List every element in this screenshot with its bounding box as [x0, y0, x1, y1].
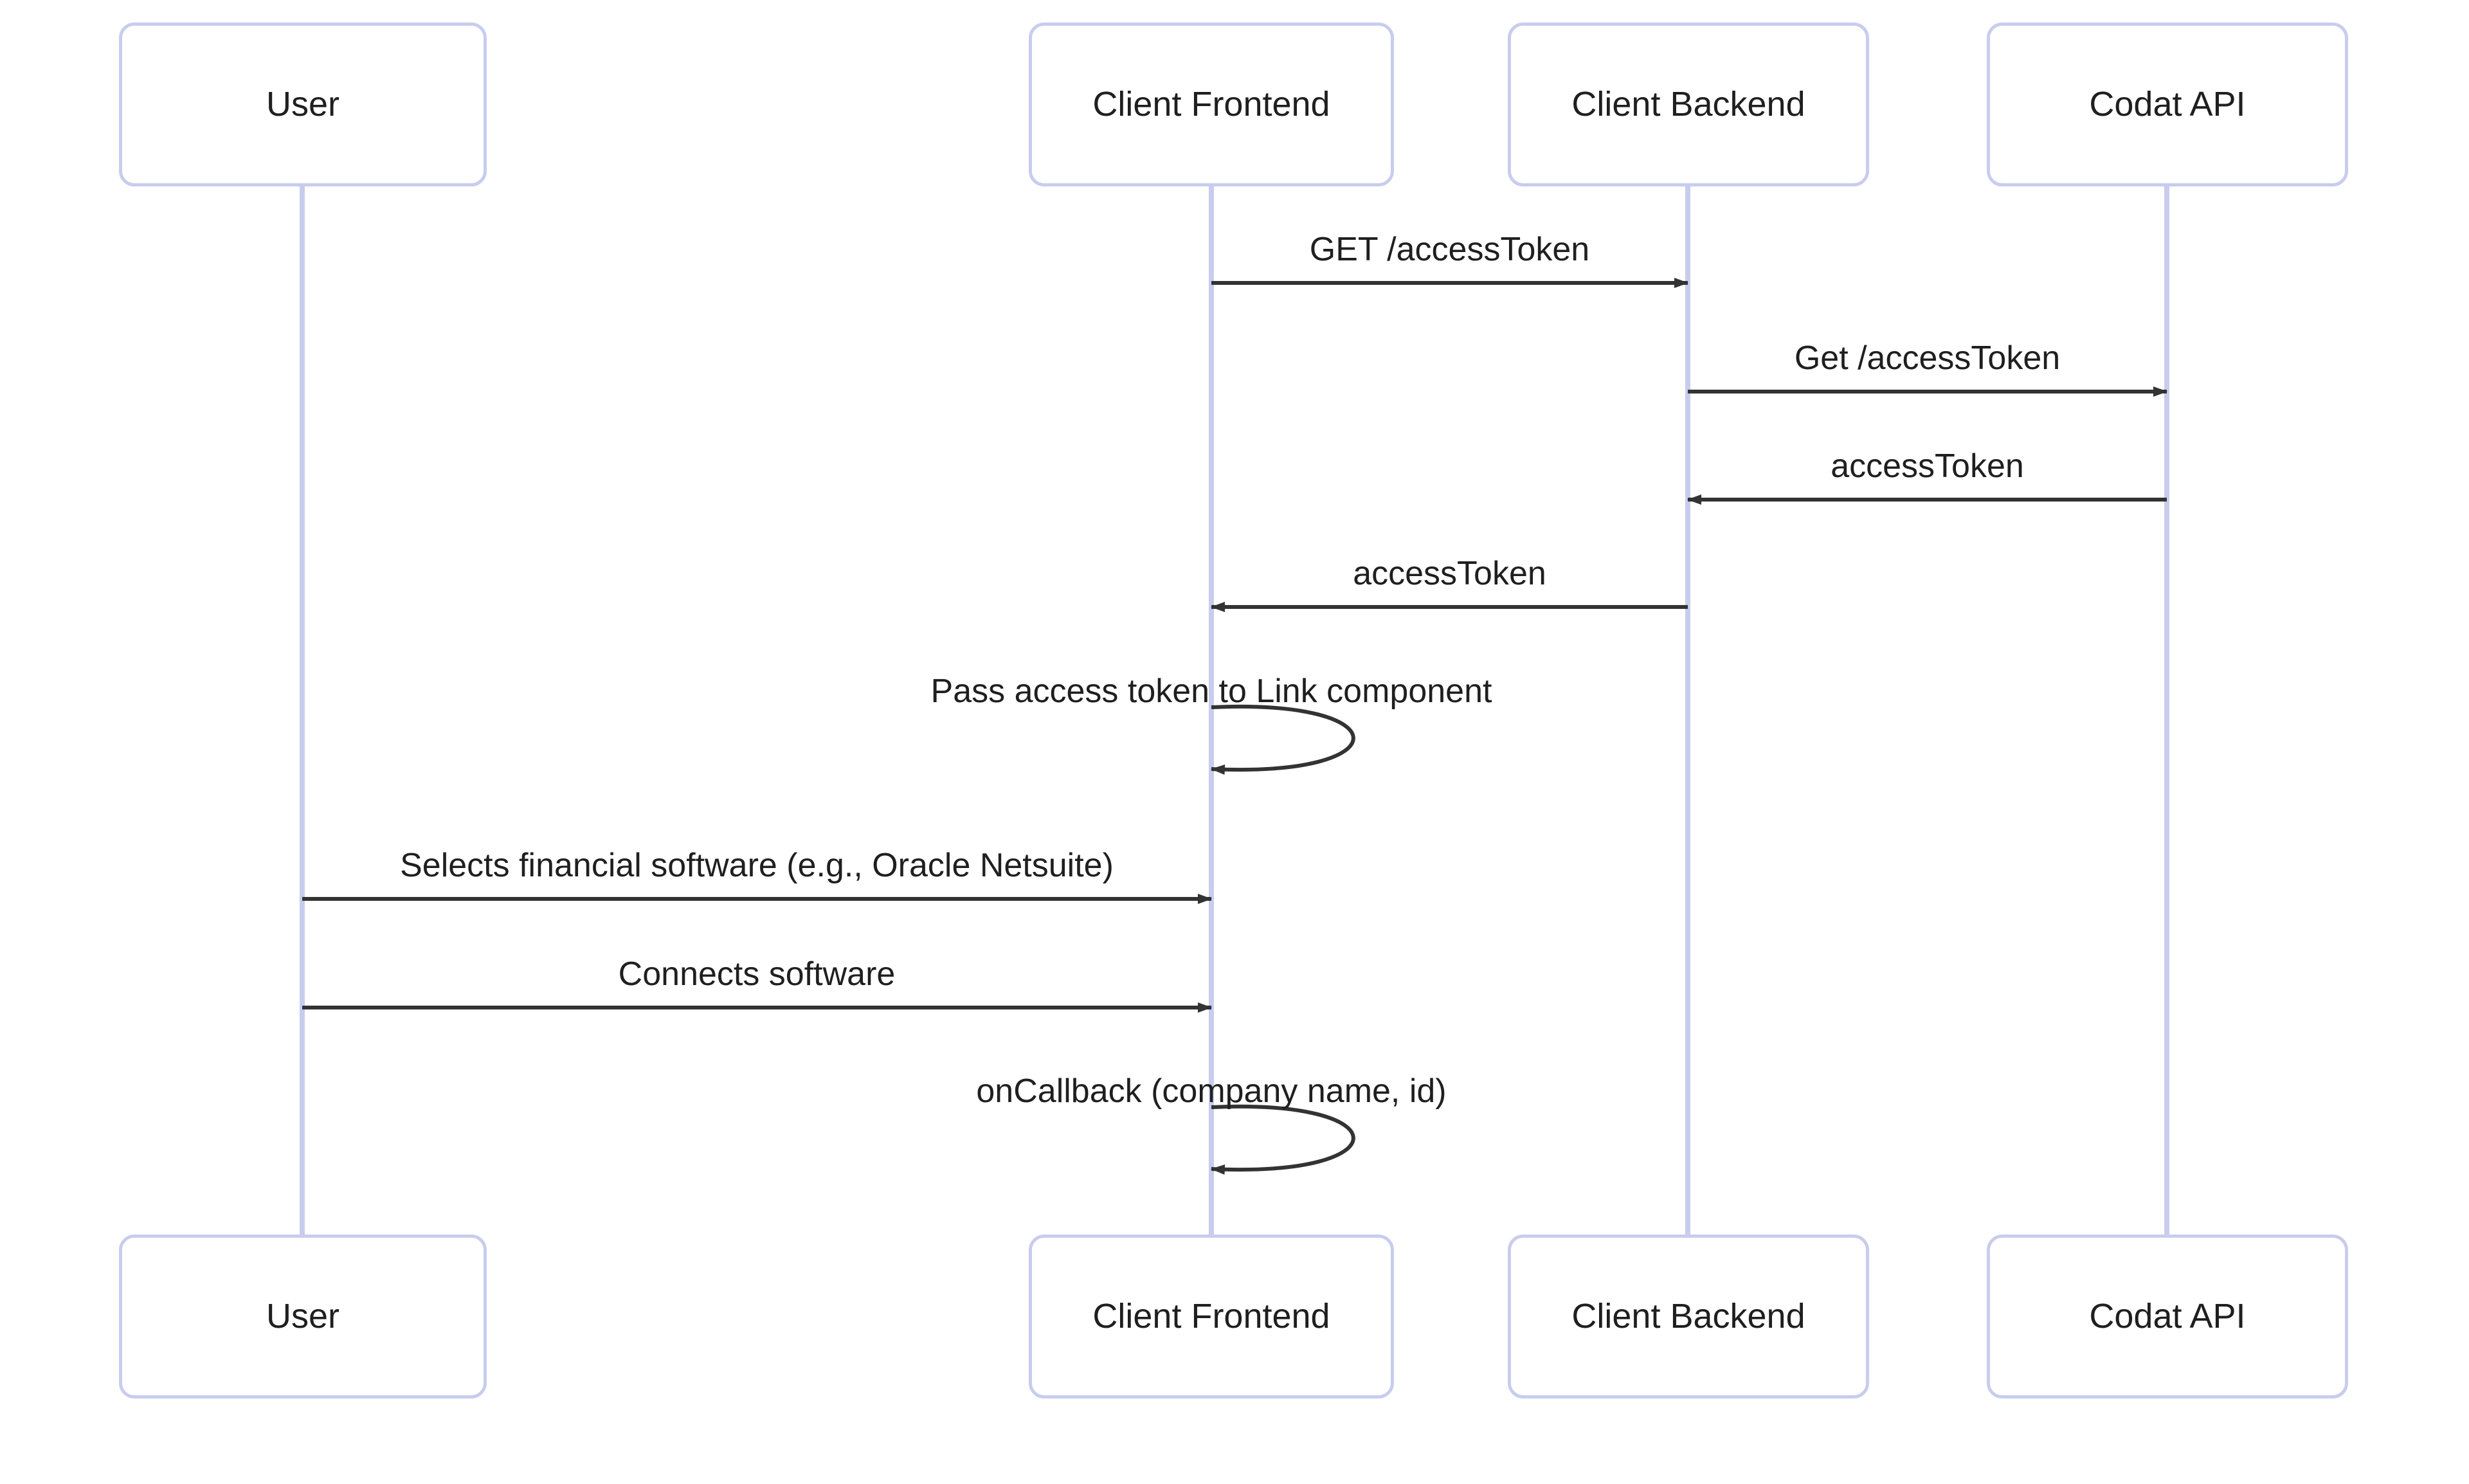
participant-box-backend-bottom[interactable]: Client Backend	[1508, 1235, 1869, 1398]
participant-box-user-bottom[interactable]: User	[119, 1235, 487, 1398]
participant-box-frontend-bottom[interactable]: Client Frontend	[1029, 1235, 1394, 1398]
self-loop-arrow-4[interactable]	[1211, 704, 1355, 775]
participant-box-user-top[interactable]: User	[119, 23, 487, 186]
participant-label-codat-bottom: Codat API	[2089, 1296, 2246, 1335]
self-loop-arrow-7[interactable]	[1211, 1104, 1355, 1175]
message-label-4: Pass access token to Link component	[930, 673, 1492, 710]
participant-label-backend-bottom: Client Backend	[1571, 1296, 1805, 1335]
participant-box-frontend-top[interactable]: Client Frontend	[1029, 23, 1394, 186]
message-label-6: Connects software	[618, 955, 896, 993]
participant-label-user-top: User	[266, 84, 339, 123]
participant-box-codat-bottom[interactable]: Codat API	[1987, 1235, 2348, 1398]
participant-box-codat-top[interactable]: Codat API	[1987, 23, 2348, 186]
participant-label-user-bottom: User	[266, 1296, 339, 1335]
participant-label-codat-top: Codat API	[2089, 84, 2246, 123]
message-label-0: GET /accessToken	[1309, 231, 1590, 268]
participant-box-backend-top[interactable]: Client Backend	[1508, 23, 1869, 186]
participant-label-frontend-top: Client Frontend	[1092, 84, 1330, 123]
lifelines	[300, 186, 2169, 1235]
message-label-5: Selects financial software (e.g., Oracle…	[400, 847, 1114, 884]
message-arrows	[302, 278, 2167, 1175]
message-label-2: accessToken	[1831, 448, 2024, 485]
participant-label-frontend-bottom: Client Frontend	[1092, 1296, 1330, 1335]
message-label-3: accessToken	[1353, 555, 1546, 592]
message-label-7: onCallback (company name, id)	[976, 1072, 1447, 1110]
message-label-1: Get /accessToken	[1794, 339, 2061, 377]
participant-label-backend-top: Client Backend	[1571, 84, 1805, 123]
